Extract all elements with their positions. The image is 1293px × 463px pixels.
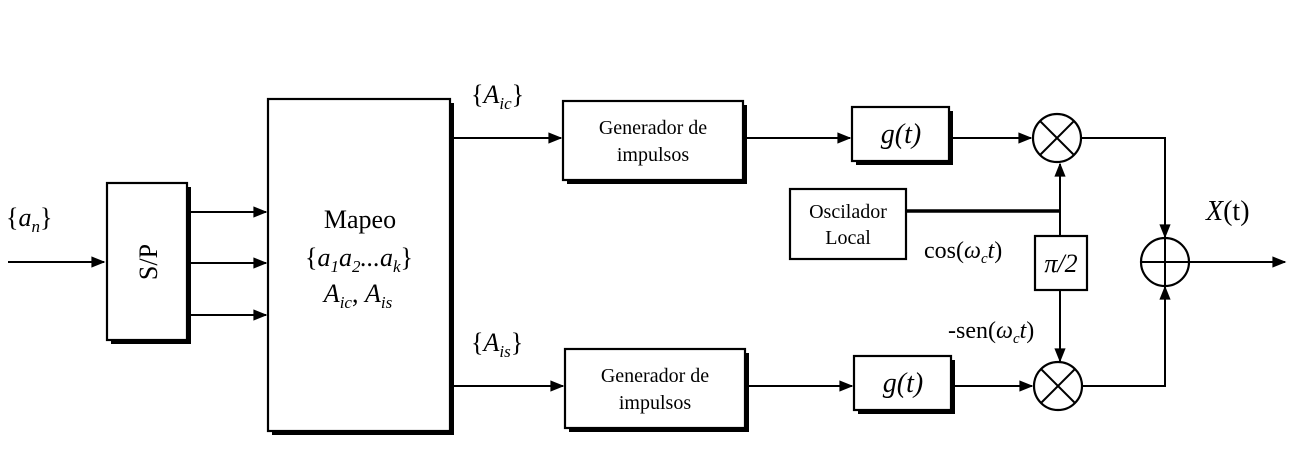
multiplier-bottom [1032,360,1084,412]
svg-text:Oscilador: Oscilador [809,201,887,223]
mapeo-sequence: {a1a2...ak} [305,243,413,276]
summer [1139,236,1191,288]
top-to-summer-line [1082,137,1171,239]
sp-block: S/P [105,181,191,344]
multiplier-top [1031,112,1083,164]
pulse-generator-bottom: Generador de impulsos [563,347,749,432]
output-label: X(t) [1205,196,1250,227]
phase-shifter: π/2 [1033,234,1089,292]
mapeo-title: Mapeo [324,205,396,234]
top-branch-label: {Aic} [471,80,524,113]
filter-bottom: g(t) [852,354,955,414]
sin-label: -sen(ωct) [948,318,1034,347]
cos-label: cos(ωct) [924,238,1002,267]
bottom-to-summer-line [1082,285,1171,387]
input-label: {an} [6,203,52,236]
svg-text:g(t): g(t) [883,368,923,399]
mapeo-outputs: Aic, Ais [322,279,393,312]
svg-text:Generador de: Generador de [599,117,707,139]
svg-text:g(t): g(t) [881,119,921,150]
local-oscillator: Oscilador Local [788,187,908,261]
mapeo-block: Mapeo {a1a2...ak} Aic, Ais [266,97,454,435]
svg-text:Local: Local [825,227,871,249]
sp-label: S/P [134,244,163,280]
pulse-generator-top: Generador de impulsos [561,99,747,184]
bottom-branch-label: {Ais} [471,328,523,361]
filter-top: g(t) [850,105,953,165]
svg-text:Generador de: Generador de [601,365,709,387]
svg-text:π/2: π/2 [1044,249,1077,278]
svg-text:impulsos: impulsos [617,144,689,166]
svg-text:impulsos: impulsos [619,392,691,414]
